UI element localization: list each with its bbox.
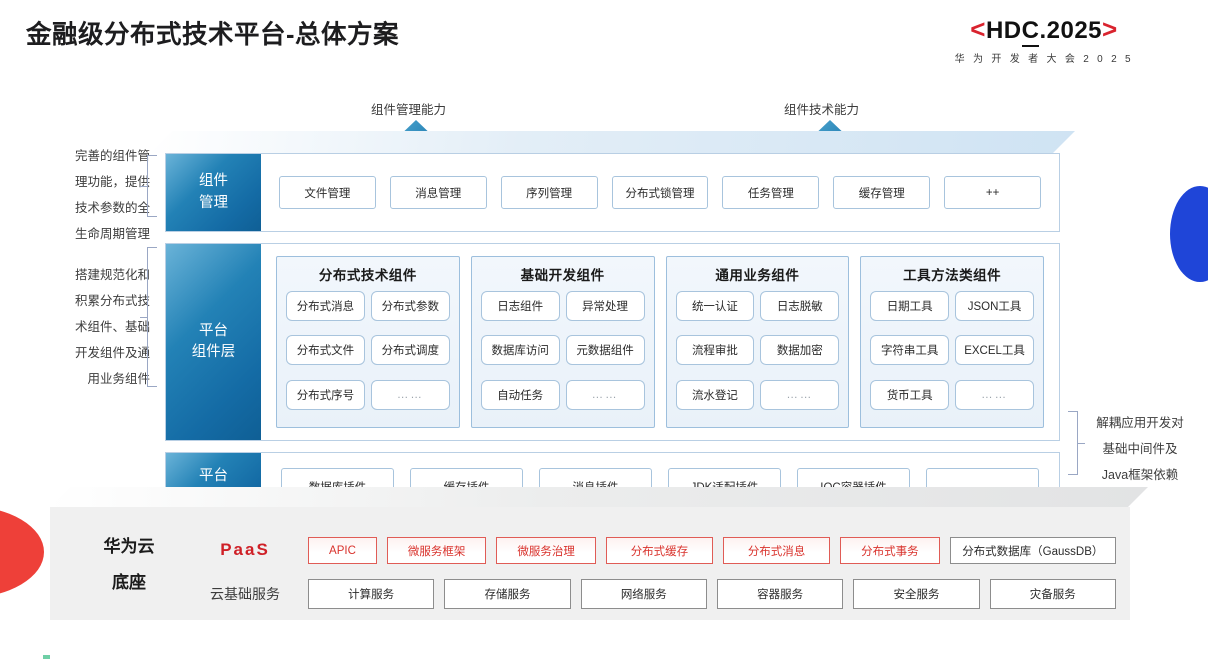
layer-body-platform-components: 分布式技术组件 分布式消息 分布式参数 分布式文件 分布式调度 分布式序号 ……… — [261, 244, 1059, 440]
chip-item[interactable]: 统一认证 — [675, 291, 755, 321]
chip-item[interactable]: JSON工具 — [955, 291, 1034, 321]
chip-item-more[interactable]: …… — [955, 379, 1034, 410]
base-cell-apic[interactable]: APIC — [308, 537, 377, 564]
chip-item[interactable]: 日志脱敏 — [760, 291, 840, 321]
chip-item[interactable]: 异常处理 — [565, 291, 645, 321]
group-grid: 日期工具 JSON工具 字符串工具 EXCEL工具 货币工具 …… — [870, 291, 1034, 418]
layer-label-component-management: 组件管理 — [166, 154, 261, 231]
chip-item[interactable]: 日期工具 — [870, 291, 950, 321]
base-bevel — [50, 487, 1148, 507]
group-basic-dev: 基础开发组件 日志组件 异常处理 数据库访问 元数据组件 自动任务 …… — [470, 256, 655, 428]
chip-item[interactable]: 流程审批 — [675, 335, 755, 366]
base-cell-ms-framework[interactable]: 微服务框架 — [386, 537, 487, 564]
chip-item-more[interactable]: …… — [760, 379, 840, 410]
chip-distributed-lock-management[interactable]: 分布式锁管理 — [611, 176, 709, 209]
layer-platform-components: 平台组件层 分布式技术组件 分布式消息 分布式参数 分布式文件 分布式调度 分布… — [165, 243, 1060, 441]
base-cell-dist-database[interactable]: 分布式数据库（GaussDB） — [949, 537, 1116, 564]
blue-circle-decoration — [1170, 186, 1208, 282]
base-cell-network[interactable]: 网络服务 — [580, 579, 707, 609]
base-cell-security[interactable]: 安全服务 — [853, 579, 980, 609]
page-title: 金融级分布式技术平台-总体方案 — [26, 21, 399, 49]
group-title: 分布式技术组件 — [318, 268, 417, 283]
group-grid: 统一认证 日志脱敏 流程审批 数据加密 流水登记 …… — [675, 291, 840, 418]
base-panel: 华为云底座 PaaS 云基础服务 APIC 微服务框架 微服务治理 分布式缓存 … — [50, 507, 1130, 620]
bracket-tick — [140, 186, 147, 187]
group-grid: 日志组件 异常处理 数据库访问 元数据组件 自动任务 …… — [480, 291, 645, 418]
chip-item[interactable]: 自动任务 — [480, 379, 560, 410]
chip-more[interactable]: ++ — [944, 176, 1042, 209]
hdc-c-letter: C — [1021, 17, 1040, 47]
chip-item[interactable]: EXCEL工具 — [955, 335, 1034, 366]
platform-bevel — [150, 131, 1075, 153]
chip-file-management[interactable]: 文件管理 — [279, 176, 376, 209]
group-common-business: 通用业务组件 统一认证 日志脱敏 流程审批 数据加密 流水登记 …… — [665, 256, 850, 428]
base-cell-dist-cache[interactable]: 分布式缓存 — [605, 537, 713, 564]
chip-item[interactable]: 元数据组件 — [565, 335, 645, 366]
base-row-infra: 计算服务 存储服务 网络服务 容器服务 安全服务 灾备服务 — [308, 579, 1116, 609]
huawei-cloud-base: 华为云底座 PaaS 云基础服务 APIC 微服务框架 微服务治理 分布式缓存 … — [50, 487, 1148, 622]
base-row-paas: APIC 微服务框架 微服务治理 分布式缓存 分布式消息 分布式事务 分布式数据… — [308, 537, 1116, 564]
bracket-right — [1068, 411, 1078, 475]
red-wedge-decoration — [0, 506, 44, 598]
chip-item[interactable]: 数据加密 — [760, 335, 840, 366]
chip-message-management[interactable]: 消息管理 — [389, 176, 487, 209]
arrow-label-component-management: 组件管理能力 — [371, 103, 447, 117]
side-note-left-bottom: 搭建规范化和积累分布式技术组件、基础开发组件及通用业务组件 — [74, 268, 150, 386]
layer-body-component-management: 文件管理 消息管理 序列管理 分布式锁管理 任务管理 缓存管理 ++ — [261, 154, 1059, 231]
chip-item[interactable]: 日志组件 — [480, 291, 560, 321]
chip-item[interactable]: 货币工具 — [870, 379, 950, 410]
hdc-subtitle: 华 为 开 发 者 大 会 2 0 2 5 — [954, 54, 1134, 65]
hdc-left-bracket: < — [970, 14, 986, 44]
group-distributed-tech: 分布式技术组件 分布式消息 分布式参数 分布式文件 分布式调度 分布式序号 …… — [276, 256, 460, 428]
group-tool-methods: 工具方法类组件 日期工具 JSON工具 字符串工具 EXCEL工具 货币工具 …… — [860, 256, 1044, 428]
base-cell-storage[interactable]: 存储服务 — [444, 579, 571, 609]
chip-item[interactable]: 字符串工具 — [870, 335, 950, 366]
group-grid: 分布式消息 分布式参数 分布式文件 分布式调度 分布式序号 …… — [286, 291, 450, 418]
layer-label-platform-components: 平台组件层 — [166, 244, 261, 440]
chip-item[interactable]: 分布式调度 — [370, 335, 450, 366]
bracket-tick — [140, 317, 147, 318]
base-cell-dist-message[interactable]: 分布式消息 — [723, 537, 831, 564]
chip-item[interactable]: 数据库访问 — [480, 335, 560, 366]
hdc-main-text: HD — [985, 17, 1022, 44]
hdc-right-bracket: > — [1102, 14, 1118, 44]
base-label-infra: 云基础服务 — [210, 586, 280, 602]
base-cell-compute[interactable]: 计算服务 — [308, 579, 435, 609]
base-title: 华为云底座 — [103, 537, 155, 593]
hdc-logo-text: <HDC.2025> — [894, 14, 1194, 47]
base-label-paas: PaaS — [220, 540, 270, 559]
hdc-logo: <HDC.2025> 华 为 开 发 者 大 会 2 0 2 5 — [894, 16, 1194, 65]
group-title: 工具方法类组件 — [903, 268, 1002, 283]
chip-item-more[interactable]: …… — [370, 379, 450, 410]
chip-item[interactable]: 分布式文件 — [286, 335, 365, 366]
arrow-label-component-technology: 组件技术能力 — [784, 103, 860, 117]
base-cell-ms-governance[interactable]: 微服务治理 — [496, 537, 596, 564]
chip-task-management[interactable]: 任务管理 — [722, 176, 820, 209]
chip-item[interactable]: 分布式序号 — [286, 379, 365, 410]
chip-item[interactable]: 流水登记 — [675, 379, 755, 410]
chip-sequence-management[interactable]: 序列管理 — [500, 176, 598, 209]
base-cell-container[interactable]: 容器服务 — [716, 579, 844, 609]
platform-stack: 组件管理 文件管理 消息管理 序列管理 分布式锁管理 任务管理 缓存管理 ++ … — [150, 131, 1075, 522]
group-title: 通用业务组件 — [715, 268, 800, 283]
chip-cache-management[interactable]: 缓存管理 — [833, 176, 931, 209]
base-cell-dr[interactable]: 灾备服务 — [989, 579, 1116, 609]
chip-item[interactable]: 分布式参数 — [370, 291, 450, 321]
chip-item-more[interactable]: …… — [565, 379, 645, 410]
group-title: 基础开发组件 — [520, 268, 605, 283]
base-cell-dist-transaction[interactable]: 分布式事务 — [840, 537, 940, 564]
teal-dot-decoration — [43, 655, 50, 659]
side-note-left-top: 完善的组件管理功能，提供技术参数的全生命周期管理 — [74, 149, 150, 241]
bracket-left-bottom — [147, 247, 157, 387]
layer-component-management: 组件管理 文件管理 消息管理 序列管理 分布式锁管理 任务管理 缓存管理 ++ — [165, 153, 1060, 232]
bracket-tick — [1078, 443, 1085, 444]
hdc-year: .2025 — [1039, 17, 1103, 44]
bracket-left-top — [147, 155, 157, 217]
chip-item[interactable]: 分布式消息 — [286, 291, 365, 321]
